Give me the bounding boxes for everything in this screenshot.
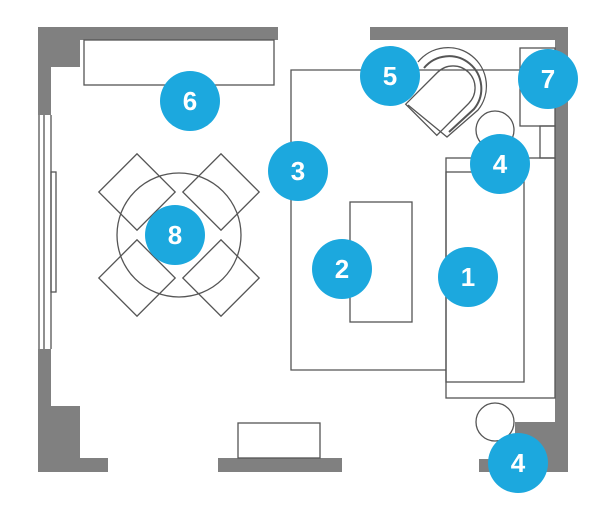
rug: [290, 69, 520, 371]
dining-table: [116, 172, 242, 298]
armchair-back: [423, 55, 483, 133]
end-table-bottom: [475, 402, 515, 442]
walls: [38, 27, 568, 472]
marker-end-table-bottom: 4: [488, 433, 548, 493]
wall-bottom-middle: [218, 458, 342, 472]
marker-armchair: 5: [360, 46, 420, 106]
tv-stand: [237, 422, 321, 459]
dining-chair: [181, 152, 261, 232]
armchair-outline: [407, 46, 488, 138]
wall-left-lower: [38, 349, 51, 472]
wall-right: [555, 27, 568, 472]
marker-coffee-table: 2: [312, 239, 372, 299]
marker-sofa: 1: [438, 247, 498, 307]
wall-top-right: [370, 27, 568, 40]
armchair: [404, 65, 476, 137]
window: [38, 115, 57, 349]
marker-end-table-top: 4: [470, 134, 530, 194]
marker-dining-set: 8: [145, 205, 205, 265]
marker-side-cabinet: 7: [518, 49, 578, 109]
wall-corner-block: [38, 27, 80, 67]
dining-chair: [181, 238, 261, 318]
wall-bottom-left: [38, 458, 108, 472]
wall-top-left: [38, 27, 278, 40]
marker-rug: 3: [268, 141, 328, 201]
marker-sideboard: 6: [160, 71, 220, 131]
